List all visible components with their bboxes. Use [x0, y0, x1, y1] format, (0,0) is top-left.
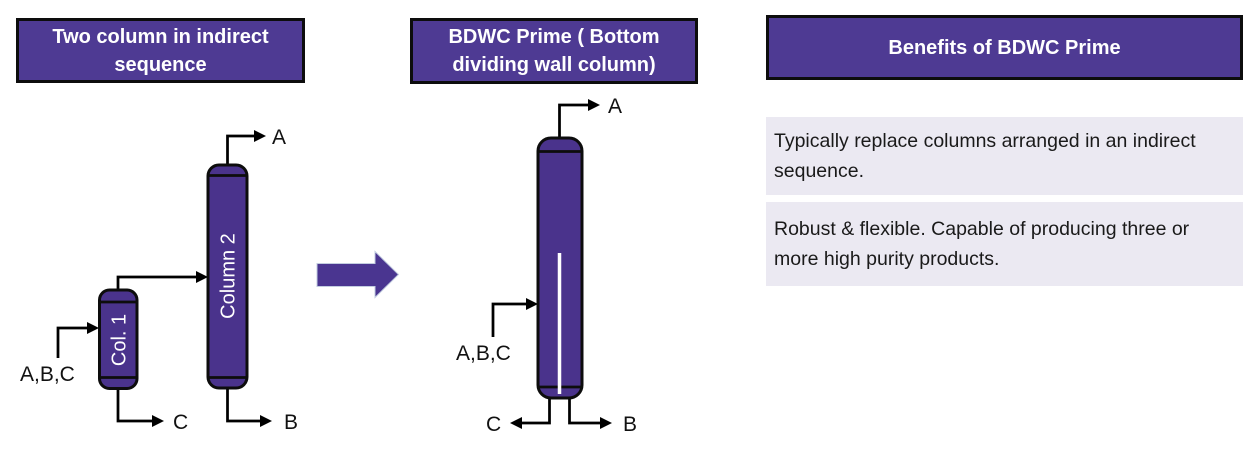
label-product-a-left: A [272, 126, 286, 149]
col1-vessel [98, 288, 139, 390]
col2-bottom-arrow-icon [260, 415, 272, 427]
label-feed-left: A,B,C [20, 363, 75, 386]
bdwc-top-arrow-icon [588, 99, 600, 111]
header-benefits: Benefits of BDWC Prime [766, 15, 1243, 80]
label-product-a-middle: A [608, 95, 622, 118]
bdwc-bottom-left-arrow-icon [510, 417, 522, 429]
col1-vessel-label: Col. 1 [109, 314, 131, 366]
feed-arrow-icon-left [87, 322, 99, 334]
transform-right-arrow-icon [316, 250, 400, 299]
col2-bottom-line [226, 388, 262, 423]
indirect-sequence-diagram: A A,B,C C B Col. 1 Column 2 [20, 126, 298, 434]
label-product-b-left: B [284, 411, 298, 434]
bdwc-feed-line [491, 302, 528, 337]
label-product-b-middle: B [623, 413, 637, 436]
col2-vessel-label: Column 2 [218, 233, 240, 319]
bdwc-bottom-right-arrow-icon [600, 417, 612, 429]
feed-line-left [56, 326, 89, 358]
benefit-item-robust-flexible: Robust & flexible. Capable of producing … [766, 202, 1243, 286]
bdwc-bottom-right-line [568, 396, 602, 425]
label-product-c-left: C [173, 411, 188, 434]
col1-bottom-arrow-icon [152, 415, 164, 427]
process-flow-diagram: A A,B,C C B Col. 1 Column 2 A [20, 95, 637, 436]
col2-top-arrow-icon [254, 130, 266, 142]
label-feed-middle: A,B,C [456, 342, 511, 365]
header-bdwc-prime: BDWC Prime ( Bottom dividing wall column… [410, 18, 698, 84]
col1-to-col2-line [116, 275, 199, 291]
header-two-column-indirect: Two column in indirect sequence [16, 18, 305, 83]
col2-top-product-line [226, 134, 256, 166]
label-product-c-middle: C [486, 413, 501, 436]
bdwc-bottom-left-line [520, 396, 551, 425]
bdwc-feed-arrow-icon [526, 298, 538, 310]
col2-vessel [206, 163, 249, 390]
bdwc-top-product-line [558, 103, 590, 139]
col1-to-col2-arrow-icon [196, 271, 208, 283]
col1-bottom-line [116, 388, 154, 423]
benefit-item-replace-columns: Typically replace columns arranged in an… [766, 117, 1243, 195]
bdwc-prime-diagram: A A,B,C C B [456, 95, 637, 436]
